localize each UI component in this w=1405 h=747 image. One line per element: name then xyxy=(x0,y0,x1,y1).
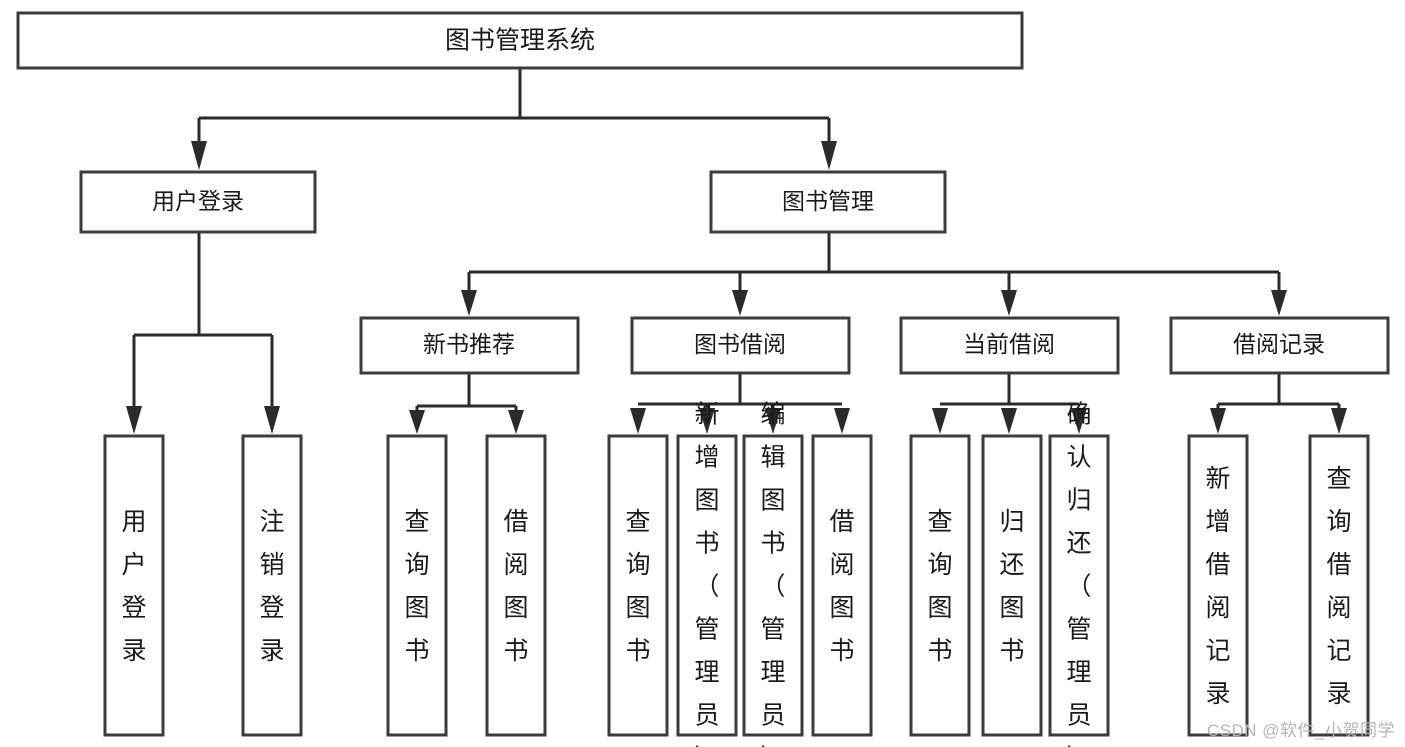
node-box-borrow-record[interactable] xyxy=(1169,316,1390,375)
node-leaf-user-login[interactable]: 用户登录 xyxy=(103,434,165,737)
node-label-leaf-logout: 注销登录 xyxy=(259,508,284,665)
arrow-head-book-management xyxy=(821,141,837,170)
node-leaf-add-book[interactable]: 新增图书（管理员） xyxy=(676,401,738,747)
node-label-book-management: 图书管理 xyxy=(782,188,874,214)
node-label-leaf-edit-book: 编辑图书（管理员） xyxy=(760,401,785,747)
node-leaf-return-book[interactable]: 归还图书 xyxy=(981,434,1043,737)
arrow-head-leaf-edit-book xyxy=(765,408,781,434)
node-user-login[interactable]: 用户登录 xyxy=(79,170,317,234)
node-box-leaf-logout[interactable] xyxy=(241,434,303,737)
arrow-head-leaf-query-book-2 xyxy=(630,408,646,434)
arrow-head-leaf-add-book xyxy=(699,408,715,434)
node-leaf-confirm-return[interactable]: 确认归还（管理员） xyxy=(1048,401,1110,747)
node-box-leaf-borrow-book-2[interactable] xyxy=(811,434,873,737)
node-box-leaf-confirm-return[interactable] xyxy=(1048,434,1110,737)
node-label-leaf-user-login: 用户登录 xyxy=(121,508,146,665)
node-label-leaf-query-record: 查询借阅记录 xyxy=(1326,465,1351,708)
arrow-head-leaf-user-login xyxy=(126,406,142,434)
node-box-user-login[interactable] xyxy=(79,170,317,234)
arrow-head-leaf-return-book xyxy=(1001,408,1017,434)
node-label-leaf-borrow-book-2: 借阅图书 xyxy=(829,508,854,665)
node-box-leaf-add-record[interactable] xyxy=(1187,434,1249,737)
node-root-book-management-system[interactable]: 图书管理系统 xyxy=(16,11,1024,70)
node-leaf-add-record[interactable]: 新增借阅记录 xyxy=(1187,434,1249,737)
arrow-head-leaf-borrow-book-1 xyxy=(508,410,524,434)
connector-layer xyxy=(126,68,1347,434)
node-box-leaf-query-record[interactable] xyxy=(1308,434,1370,737)
node-box-book-management[interactable] xyxy=(709,170,947,234)
node-box-current-borrow[interactable] xyxy=(899,316,1120,375)
node-borrow-record[interactable]: 借阅记录 xyxy=(1169,316,1390,375)
node-box-leaf-add-book[interactable] xyxy=(676,434,738,737)
arrow-head-leaf-query-book-3 xyxy=(932,408,948,434)
node-leaf-query-book-2[interactable]: 查询图书 xyxy=(607,434,669,737)
leaf-node-layer: 用户登录 注销登录 查询图书 借阅图书 查询图书 新增图书（管理员） 编辑图书（管理员） 借阅… xyxy=(103,401,1370,747)
arrow-head-leaf-logout xyxy=(264,406,280,434)
arrow-head-new-book-recommend xyxy=(461,290,477,316)
node-label-leaf-query-book-2: 查询图书 xyxy=(625,508,650,665)
node-leaf-query-book-1[interactable]: 查询图书 xyxy=(386,434,448,737)
arrow-head-leaf-borrow-book-2 xyxy=(834,408,850,434)
node-label-leaf-query-book-1: 查询图书 xyxy=(404,508,429,665)
node-box-leaf-query-book-3[interactable] xyxy=(909,434,971,737)
node-leaf-logout[interactable]: 注销登录 xyxy=(241,434,303,737)
arrow-head-leaf-add-record xyxy=(1210,408,1226,434)
arrow-head-book-borrow xyxy=(732,290,748,316)
node-leaf-borrow-book-1[interactable]: 借阅图书 xyxy=(485,434,547,737)
node-label-root: 图书管理系统 xyxy=(445,27,595,55)
node-box-root[interactable] xyxy=(16,11,1024,70)
node-leaf-query-record[interactable]: 查询借阅记录 xyxy=(1308,434,1370,737)
arrow-head-borrow-record xyxy=(1271,290,1287,316)
arrow-head-user-login xyxy=(191,141,207,170)
node-box-leaf-user-login[interactable] xyxy=(103,434,165,737)
arrow-head-leaf-confirm-return xyxy=(1071,408,1087,434)
arrow-head-leaf-query-record xyxy=(1331,408,1347,434)
node-leaf-edit-book[interactable]: 编辑图书（管理员） xyxy=(742,401,804,747)
node-label-leaf-add-book: 新增图书（管理员） xyxy=(694,401,719,747)
node-new-book-recommend[interactable]: 新书推荐 xyxy=(359,316,580,375)
node-box-new-book-recommend[interactable] xyxy=(359,316,580,375)
node-book-management[interactable]: 图书管理 xyxy=(709,170,947,234)
node-label-new-book-recommend: 新书推荐 xyxy=(423,331,515,357)
arrow-head-leaf-query-book-1 xyxy=(409,410,425,434)
node-box-leaf-edit-book[interactable] xyxy=(742,434,804,737)
node-label-current-borrow: 当前借阅 xyxy=(963,331,1055,357)
node-leaf-borrow-book-2[interactable]: 借阅图书 xyxy=(811,434,873,737)
node-label-leaf-query-book-3: 查询图书 xyxy=(927,508,952,665)
node-current-borrow[interactable]: 当前借阅 xyxy=(899,316,1120,375)
node-box-leaf-query-book-1[interactable] xyxy=(386,434,448,737)
node-label-user-login: 用户登录 xyxy=(152,188,244,214)
node-box-leaf-query-book-2[interactable] xyxy=(607,434,669,737)
node-label-borrow-record: 借阅记录 xyxy=(1233,331,1325,357)
arrow-head-current-borrow xyxy=(1001,290,1017,316)
node-box-book-borrow[interactable] xyxy=(630,316,851,375)
node-box-leaf-return-book[interactable] xyxy=(981,434,1043,737)
node-label-book-borrow: 图书借阅 xyxy=(694,331,786,357)
node-label-leaf-add-record: 新增借阅记录 xyxy=(1205,465,1230,708)
node-leaf-query-book-3[interactable]: 查询图书 xyxy=(909,434,971,737)
node-label-leaf-borrow-book-1: 借阅图书 xyxy=(503,508,528,665)
node-label-leaf-return-book: 归还图书 xyxy=(999,508,1024,665)
node-book-borrow[interactable]: 图书借阅 xyxy=(630,316,851,375)
node-box-leaf-borrow-book-1[interactable] xyxy=(485,434,547,737)
node-label-leaf-confirm-return: 确认归还（管理员） xyxy=(1066,401,1091,747)
